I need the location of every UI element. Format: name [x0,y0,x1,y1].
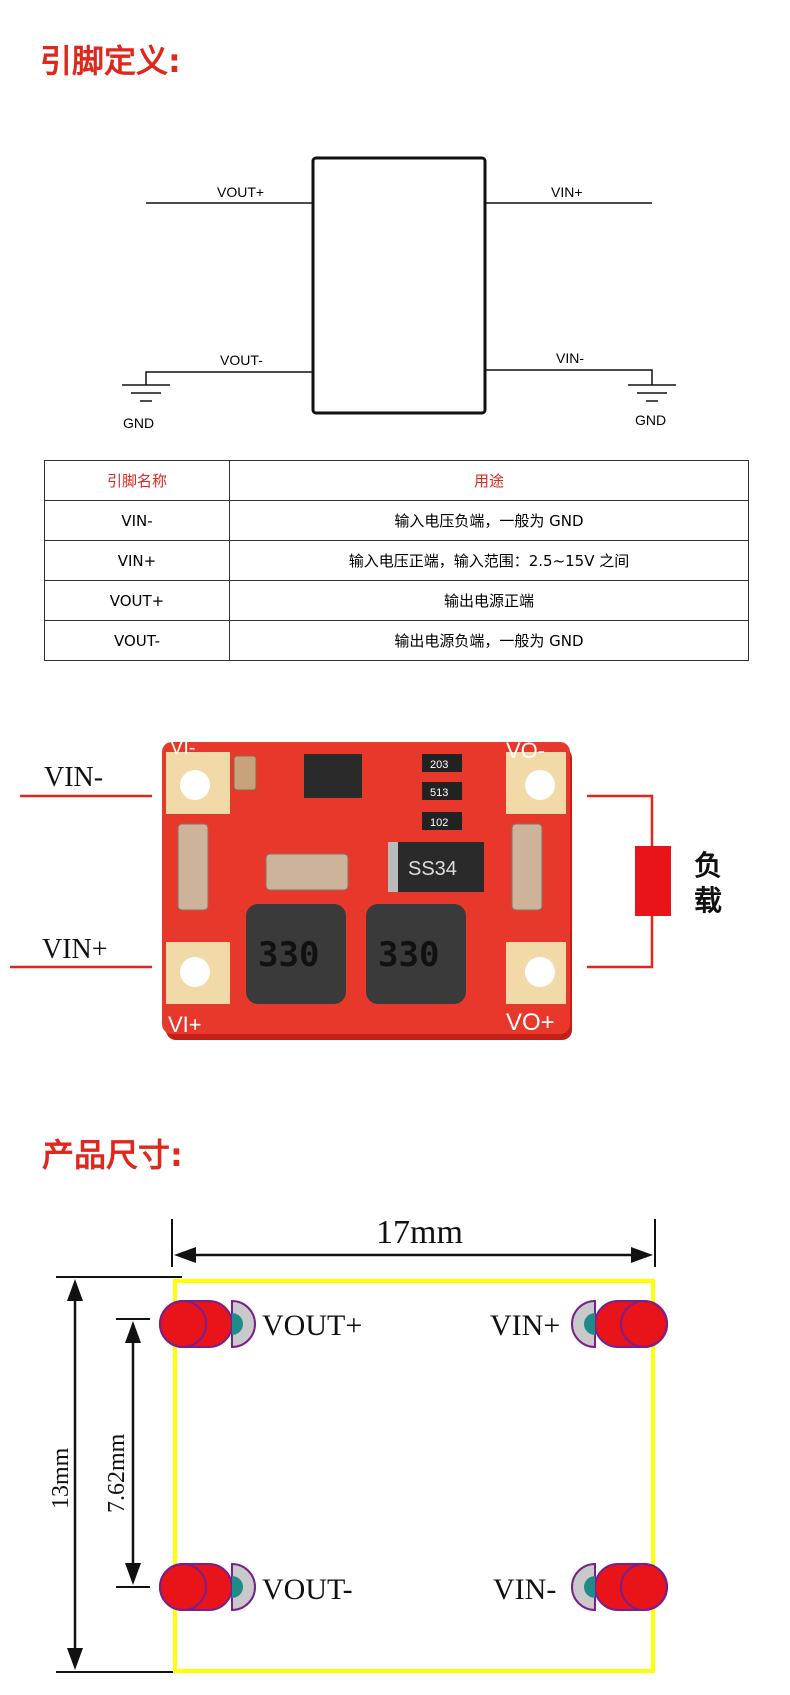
table-header-pin: 引脚名称 [44,460,230,501]
table-cell-pin: VOUT- [44,620,230,661]
load-label-1: 负 [694,849,722,882]
silk-vo-plus: VO+ [506,1009,555,1036]
capacitor-small [233,755,257,791]
table-cell-pin: VIN- [44,500,230,541]
vin-plus-label: VIN+ [551,184,583,200]
resistor-2-label: 513 [430,787,448,799]
pad-vout-plus-label: VOUT+ [262,1309,362,1342]
diode-band [388,842,398,892]
pad-top-right [506,752,566,814]
gnd-label-left: GND [123,415,154,431]
table-cell-usage: 输出电源负端，一般为 GND [229,620,749,661]
table-cell-pin: VIN+ [44,540,230,581]
capacitor-right [511,823,543,911]
pitch-label: 7.62mm [104,1433,130,1513]
table-cell-usage: 输入电压正端，输入范围：2.5~15V 之间 [229,540,749,581]
resistor-3-label: 102 [430,817,448,829]
arrow-down-icon [67,1648,83,1670]
arrow-up-icon [125,1321,141,1343]
vin-minus-label: VIN- [556,350,584,366]
vout-plus-label: VOUT+ [217,184,264,200]
pad-bottom-left [166,942,230,1004]
pcb-board: VI- VO- VI+ VO+ 203 513 102 SS34 330 330 [162,737,572,1040]
board-illustration: VIN- VIN+ 负 载 VI- VO- VI+ VO+ 203 513 10… [10,737,722,1040]
diode-label: SS34 [408,858,457,880]
resistor-1 [422,754,462,772]
table-header-usage: 用途 [229,460,749,501]
vout-minus-line [145,371,313,385]
inductor-1-label: 330 [258,935,319,975]
arrow-down-icon [125,1563,141,1585]
silk-vi-minus: VI- [170,737,196,759]
pad-vin-minus [571,1562,668,1612]
arrow-left-icon [174,1247,196,1263]
pad-vin-plus-label: VIN+ [490,1309,560,1342]
ground-icon [122,384,170,402]
dimension-drawing: 17mm 13mm 7.62mm VOUT+ VIN+ VOUT- [48,1214,668,1673]
pad-vout-plus [159,1299,256,1349]
arrow-up-icon [67,1279,83,1301]
load-label-2: 载 [694,884,722,917]
width-label: 17mm [376,1214,463,1251]
inductor-2-label: 330 [378,935,439,975]
capacitor-middle [265,853,349,891]
pad-vout-minus-label: VOUT- [262,1573,353,1606]
dimensions-title: 产品尺寸: [42,1136,183,1174]
board-outline [173,1279,655,1673]
resistor-3 [422,812,462,830]
ground-icon [628,384,676,402]
inductor-1 [246,904,346,1004]
vout-minus-label: VOUT- [220,352,263,368]
pin-definition-title: 引脚定义: [40,42,181,80]
diode-ss34 [388,842,484,892]
arrow-right-icon [631,1247,653,1263]
table-cell-usage: 输入电压负端，一般为 GND [229,500,749,541]
pad-vin-minus-label: VIN- [493,1573,556,1606]
table-cell-pin: VOUT+ [44,580,230,621]
module-box [311,156,487,415]
silk-vi-plus: VI+ [168,1012,202,1037]
vin-minus-wire-label: VIN- [44,762,103,793]
inductor-2 [366,904,466,1004]
vin-plus-wire-label: VIN+ [42,934,108,965]
silk-vo-minus: VO- [506,738,545,763]
pad-vout-minus [159,1562,256,1612]
pad-vin-plus [571,1299,668,1349]
capacitor-left [177,823,209,911]
table-header-row: 引脚名称 用途 [44,460,749,501]
pin-table: 引脚名称 用途 VIN- 输入电压负端，一般为 GND VIN+ 输入电压正端，… [44,460,749,661]
table-row: VIN+ 输入电压正端，输入范围：2.5~15V 之间 [44,540,749,581]
pinout-diagram: VOUT+ VIN+ VOUT- GND VIN- GND [122,156,676,431]
ic-chip [304,754,362,798]
pad-bottom-right [506,942,566,1004]
gnd-label-right: GND [635,412,666,428]
pad-top-left [166,752,230,814]
table-cell-usage: 输出电源正端 [229,580,749,621]
load-resistor [635,846,671,916]
table-row: VIN- 输入电压负端，一般为 GND [44,500,749,541]
resistor-2 [422,782,462,800]
height-label: 13mm [48,1447,74,1509]
table-row: VOUT+ 输出电源正端 [44,580,749,621]
resistor-1-label: 203 [430,759,448,771]
vin-minus-line [485,369,653,385]
table-row: VOUT- 输出电源负端，一般为 GND [44,620,749,661]
